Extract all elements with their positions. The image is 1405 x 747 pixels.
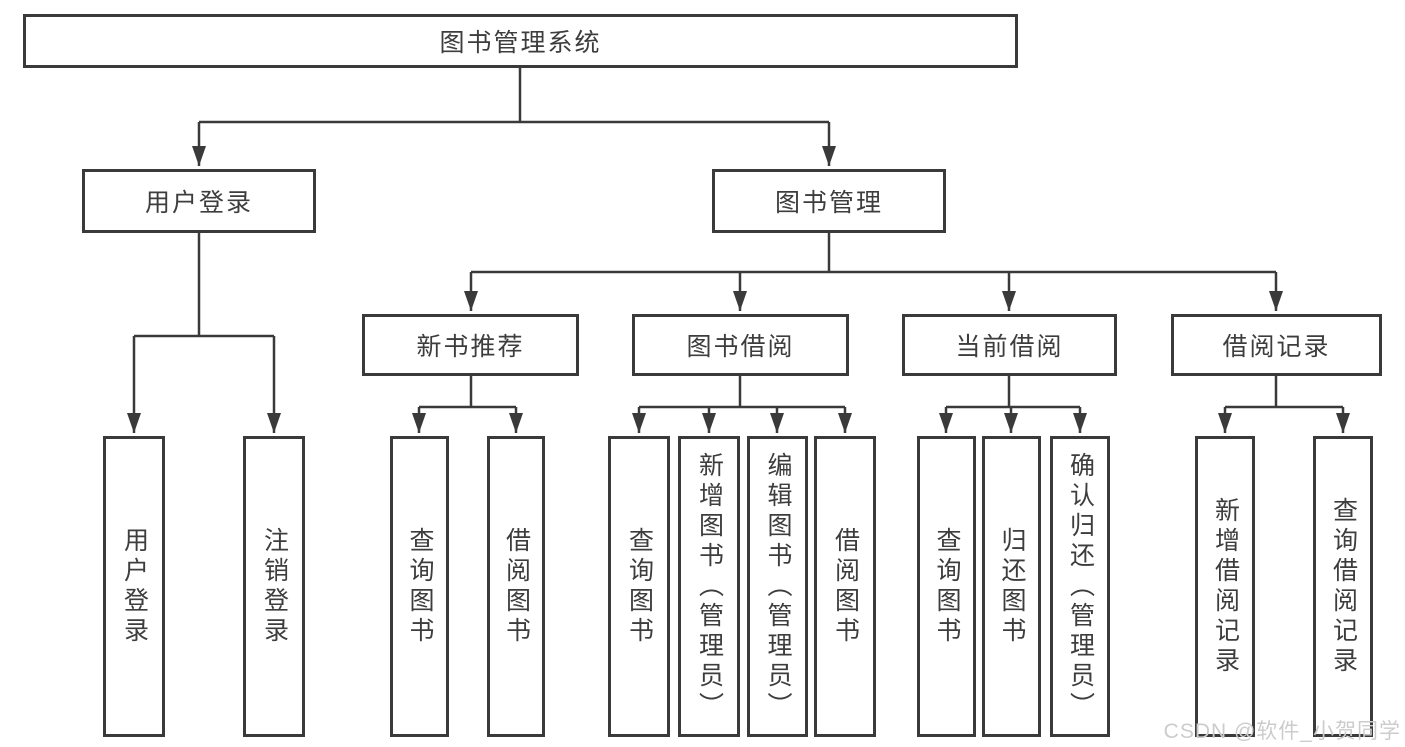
node-current-borrow: 当前借阅 (902, 314, 1117, 376)
leaf-rec-query-book: 查询图书 (390, 436, 449, 737)
leaf-user-login-label: 用户登录 (120, 526, 149, 647)
csdn-watermark: CSDN @软件_小贺同学 (1163, 720, 1401, 743)
node-borrow-records-label: 借阅记录 (1222, 333, 1331, 361)
node-book-mgmt-label: 图书管理 (774, 189, 883, 217)
leaf-recd-query-record: 查询借阅记录 (1313, 436, 1373, 737)
node-book-borrow-label: 图书借阅 (686, 333, 795, 361)
leaf-rec-borrow-book: 借阅图书 (487, 436, 545, 737)
leaf-bor-query-book: 查询图书 (608, 436, 670, 737)
leaf-logout-label: 注销登录 (260, 526, 289, 647)
leaf-rec-borrow-book-label: 借阅图书 (502, 526, 531, 647)
leaf-cur-confirm-return-label: 确认归还（管理员） (1066, 451, 1095, 722)
leaf-bor-borrow-book: 借阅图书 (814, 436, 876, 737)
leaf-bor-query-book-label: 查询图书 (625, 526, 654, 647)
leaf-bor-edit-book-label: 编辑图书（管理员） (764, 451, 792, 722)
node-root-label: 图书管理系统 (439, 29, 602, 57)
leaf-logout: 注销登录 (243, 436, 305, 737)
node-borrow-records: 借阅记录 (1171, 314, 1382, 376)
node-book-mgmt: 图书管理 (712, 169, 946, 233)
leaf-bor-add-book-label: 新增图书（管理员） (695, 451, 724, 722)
node-new-book-rec: 新书推荐 (362, 314, 579, 376)
leaf-bor-borrow-book-label: 借阅图书 (831, 526, 860, 647)
leaf-cur-return-book-label: 归还图书 (998, 526, 1026, 647)
leaf-user-login: 用户登录 (103, 436, 165, 737)
leaf-bor-add-book: 新增图书（管理员） (678, 436, 740, 737)
node-new-book-rec-label: 新书推荐 (416, 333, 525, 361)
leaf-recd-add-record-label: 新增借阅记录 (1211, 496, 1240, 677)
node-book-borrow: 图书借阅 (632, 314, 849, 376)
leaf-recd-query-record-label: 查询借阅记录 (1329, 496, 1358, 677)
leaf-recd-add-record: 新增借阅记录 (1195, 436, 1255, 737)
leaf-cur-query-book-label: 查询图书 (933, 526, 961, 647)
node-user-login: 用户登录 (82, 169, 316, 233)
leaf-rec-query-book-label: 查询图书 (406, 526, 434, 647)
leaf-cur-confirm-return: 确认归还（管理员） (1050, 436, 1110, 737)
node-user-login-label: 用户登录 (144, 189, 253, 217)
leaf-bor-edit-book: 编辑图书（管理员） (747, 436, 808, 737)
node-root: 图书管理系统 (23, 14, 1018, 68)
leaf-cur-return-book: 归还图书 (982, 436, 1041, 737)
leaf-cur-query-book: 查询图书 (917, 436, 976, 737)
node-current-borrow-label: 当前借阅 (955, 333, 1064, 361)
